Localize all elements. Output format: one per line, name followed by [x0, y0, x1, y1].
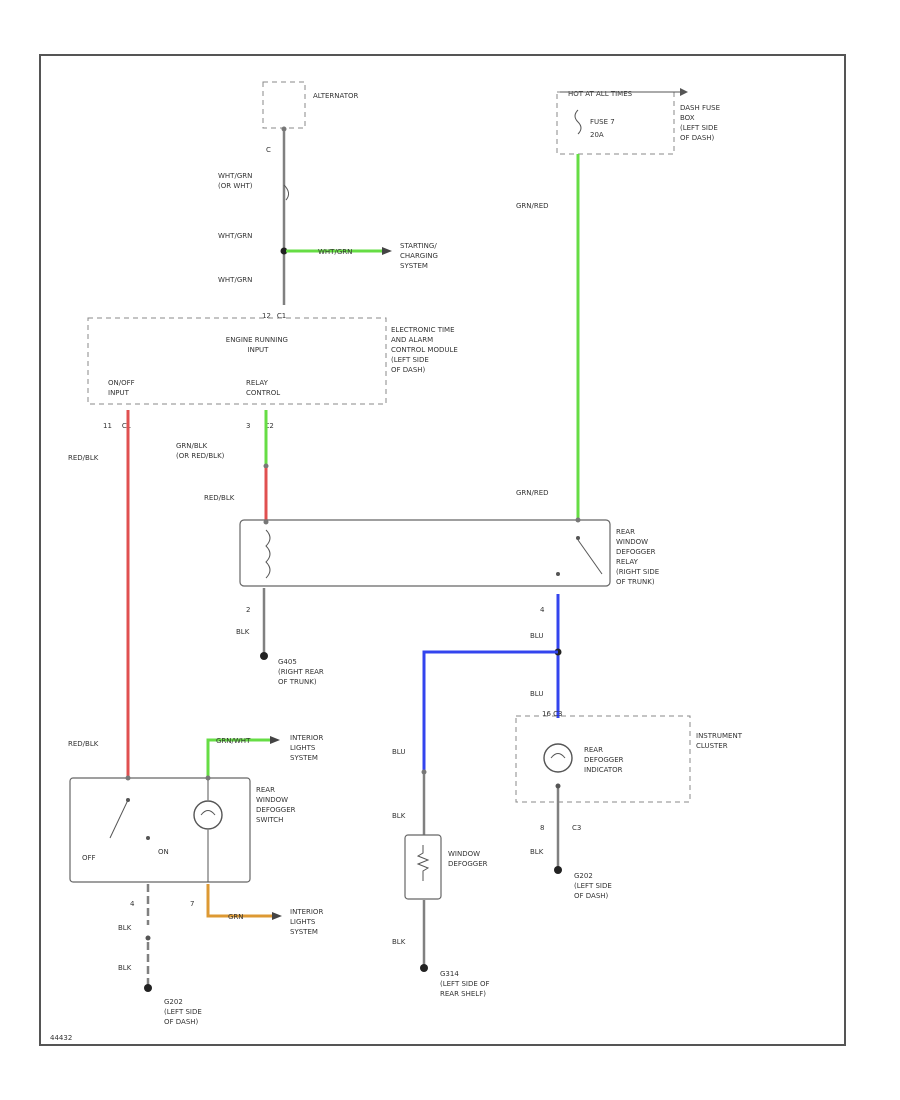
wire-grn-red-upper: GRN/RED [516, 202, 549, 210]
ground-g314-label: G314 (LEFT SIDE OF REAR SHELF) [440, 970, 492, 998]
relay-terminal-5 [575, 517, 581, 523]
cluster-pin-c3: C3 [572, 824, 581, 832]
fuse-rating: 20A [590, 131, 604, 139]
wire-grn-red-lower: GRN/RED [516, 489, 549, 497]
control-module-box [87, 317, 387, 405]
relay-box [239, 519, 611, 587]
wire-wht-grn-1: WHT/GRN [218, 232, 252, 240]
alternator-terminal [281, 126, 287, 132]
wire-red-blk-left: RED/BLK [68, 454, 99, 462]
wire-blu-1: BLU [530, 632, 543, 640]
relay-name: REAR WINDOW DEFOGGER RELAY (RIGHT SIDE O… [616, 528, 661, 586]
wire-wht-grn-2: WHT/GRN [218, 276, 252, 284]
dash-fuse-box-label: DASH FUSE BOX (LEFT SIDE OF DASH) [680, 104, 722, 142]
window-defogger-label: WINDOW DEFOGGER [448, 850, 488, 868]
switch-on: ON [158, 848, 169, 856]
relay-pin-4: 4 [540, 606, 545, 614]
instrument-cluster-box [515, 715, 691, 803]
ground-g405 [260, 652, 268, 660]
connector-grn-blk [263, 463, 269, 469]
switch-off: OFF [82, 854, 96, 862]
switch-lamp [193, 800, 223, 830]
switch-contact [109, 799, 129, 839]
relay-contact [577, 539, 603, 575]
diagram-frame [39, 54, 846, 1046]
control-module-name: ELECTRONIC TIME AND ALARM CONTROL MODULE… [391, 326, 460, 374]
hot-at-all-times: HOT AT ALL TIMES [568, 90, 633, 98]
ground-g202-left [144, 984, 152, 992]
wire-blu-2: BLU [530, 690, 543, 698]
wire-blk-def-2: BLK [392, 938, 406, 946]
wire-blk-sw-1: BLK [118, 924, 132, 932]
starting-charging-label: STARTING/ CHARGING SYSTEM [400, 242, 440, 270]
ground-g314 [420, 964, 428, 972]
fuse-arrow [680, 88, 688, 96]
wire-grn-blk: GRN/BLK (OR RED/BLK) [176, 442, 225, 460]
fuse-symbol [574, 109, 582, 135]
arrow-interior-2 [272, 912, 282, 920]
arrow-starting [382, 247, 392, 255]
wire-blu-3: BLU [392, 748, 405, 756]
fuse-name: FUSE 7 [590, 118, 615, 126]
wire-wht-grn-or-wht: WHT/GRN (OR WHT) [218, 172, 255, 190]
instrument-cluster-label: INSTRUMENT CLUSTER [696, 732, 744, 750]
wire-blk-def-1: BLK [392, 812, 406, 820]
wire-grn-orange: GRN [228, 913, 244, 921]
ground-g202-right [554, 866, 562, 874]
arrow-interior-1 [270, 736, 280, 744]
sw-pin-4: 4 [130, 900, 135, 908]
relay-control: RELAY CONTROL [246, 379, 280, 397]
figure-id: 44432 [50, 1034, 72, 1042]
alternator-box [262, 81, 306, 129]
alternator-label: ALTERNATOR [313, 92, 359, 100]
window-defogger-box [404, 834, 442, 900]
engine-running-input: ENGINE RUNNING INPUT [226, 336, 290, 354]
alternator-pin: C [266, 146, 271, 154]
relay-terminal-1 [263, 519, 269, 525]
rear-defogger-indicator: REAR DEFOGGER INDICATOR [584, 746, 626, 774]
fuse-box [556, 91, 675, 155]
wire-grn-wht: GRN/WHT [216, 737, 251, 745]
sw-pin-7: 7 [190, 900, 194, 908]
wire-red-blk-mid: RED/BLK [204, 494, 235, 502]
wire-wht-grn-branch: WHT/GRN [318, 248, 352, 256]
wire-blk-sw-2: BLK [118, 964, 132, 972]
interior-lights-1: INTERIOR LIGHTS SYSTEM [290, 734, 326, 762]
ground-g405-label: G405 (RIGHT REAR OF TRUNK) [278, 658, 326, 686]
wire-red-blk-switch: RED/BLK [68, 740, 99, 748]
defogger-switch-label: REAR WINDOW DEFOGGER SWITCH [256, 786, 298, 824]
ground-g202-left-label: G202 (LEFT SIDE OF DASH) [164, 998, 204, 1026]
interior-lights-2: INTERIOR LIGHTS SYSTEM [290, 908, 326, 936]
cluster-pins: 16 C3 [542, 710, 562, 718]
relay-coil [265, 529, 271, 579]
wire-blk-cluster: BLK [530, 848, 544, 856]
splice-starting [280, 247, 288, 255]
on-off-input: ON/OFF INPUT [108, 379, 137, 397]
defogger-switch-box [69, 777, 251, 883]
wire-blk-relay: BLK [236, 628, 250, 636]
defogger-element [416, 845, 430, 881]
cluster-pin-8: 8 [540, 824, 544, 832]
defogger-indicator-lamp [543, 743, 573, 773]
relay-pin-2: 2 [246, 606, 250, 614]
ground-g202-right-label: G202 (LEFT SIDE OF DASH) [574, 872, 614, 900]
